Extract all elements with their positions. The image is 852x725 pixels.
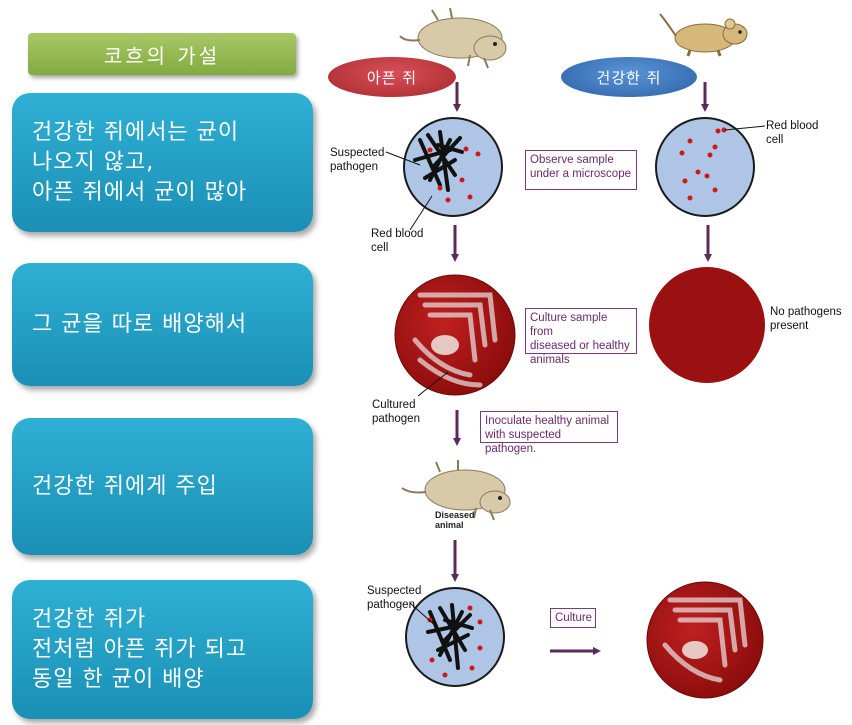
- suspected-pathogen-label: Suspected pathogen: [330, 147, 385, 173]
- step-1-text: 건강한 쥐에서는 균이 나오지 않고, 아픈 쥐에서 균이 많아: [32, 119, 248, 205]
- sick-mouse-icon: [399, 7, 507, 69]
- bottom-sample-slide: [405, 587, 505, 687]
- inoculate-box: Inoculate healthy animal with suspected …: [480, 411, 618, 455]
- suspected-pathogen-bottom-label: Suspected pathogen: [367, 585, 422, 611]
- no-pathogens-label: No pathogens present: [770, 306, 842, 332]
- healthy-mouse-pill-text: 건강한 쥐: [596, 68, 662, 87]
- step-2-box: 그 균을 따로 배양해서: [12, 263, 313, 386]
- sick-sample-slide: [385, 117, 503, 231]
- red-blood-cell-label-left: Red blood cell: [371, 228, 424, 254]
- empty-plate-right: [649, 267, 765, 383]
- healthy-mouse-pill: 건강한 쥐: [561, 57, 697, 97]
- step-4-box: 건강한 쥐가 전처럼 아픈 쥐가 되고 동일 한 균이 배양: [12, 580, 313, 719]
- cultured-plate-left: [394, 274, 516, 397]
- healthy-mouse-icon: [659, 13, 748, 57]
- step-2-text: 그 균을 따로 배양해서: [32, 311, 248, 337]
- culture-box: Culture: [550, 608, 596, 628]
- diseased-animal-label: Diseased animal: [435, 510, 475, 530]
- diseased-mouse-icon: [401, 460, 511, 521]
- title-text: 코흐의 가설: [103, 43, 221, 68]
- cultured-pathogen-label: Cultured pathogen: [372, 399, 420, 425]
- observe-sample-box: Observe sample under a microscope: [525, 150, 637, 190]
- culture-sample-box: Culture sample from diseased or healthy …: [525, 308, 637, 366]
- final-culture-plate: [646, 581, 764, 699]
- sick-mouse-pill-text: 아픈 쥐: [366, 68, 418, 87]
- step-1-box: 건강한 쥐에서는 균이 나오지 않고, 아픈 쥐에서 균이 많아: [12, 93, 313, 232]
- title-banner: 코흐의 가설: [28, 33, 296, 75]
- step-3-text: 건강한 쥐에게 주입: [32, 473, 218, 499]
- red-blood-cell-label-right: Red blood cell: [766, 120, 819, 146]
- step-4-text: 건강한 쥐가 전처럼 아픈 쥐가 되고 동일 한 균이 배양: [32, 606, 248, 692]
- sick-mouse-pill: 아픈 쥐: [328, 57, 456, 97]
- step-3-box: 건강한 쥐에게 주입: [12, 418, 313, 555]
- healthy-sample-slide: [655, 117, 766, 217]
